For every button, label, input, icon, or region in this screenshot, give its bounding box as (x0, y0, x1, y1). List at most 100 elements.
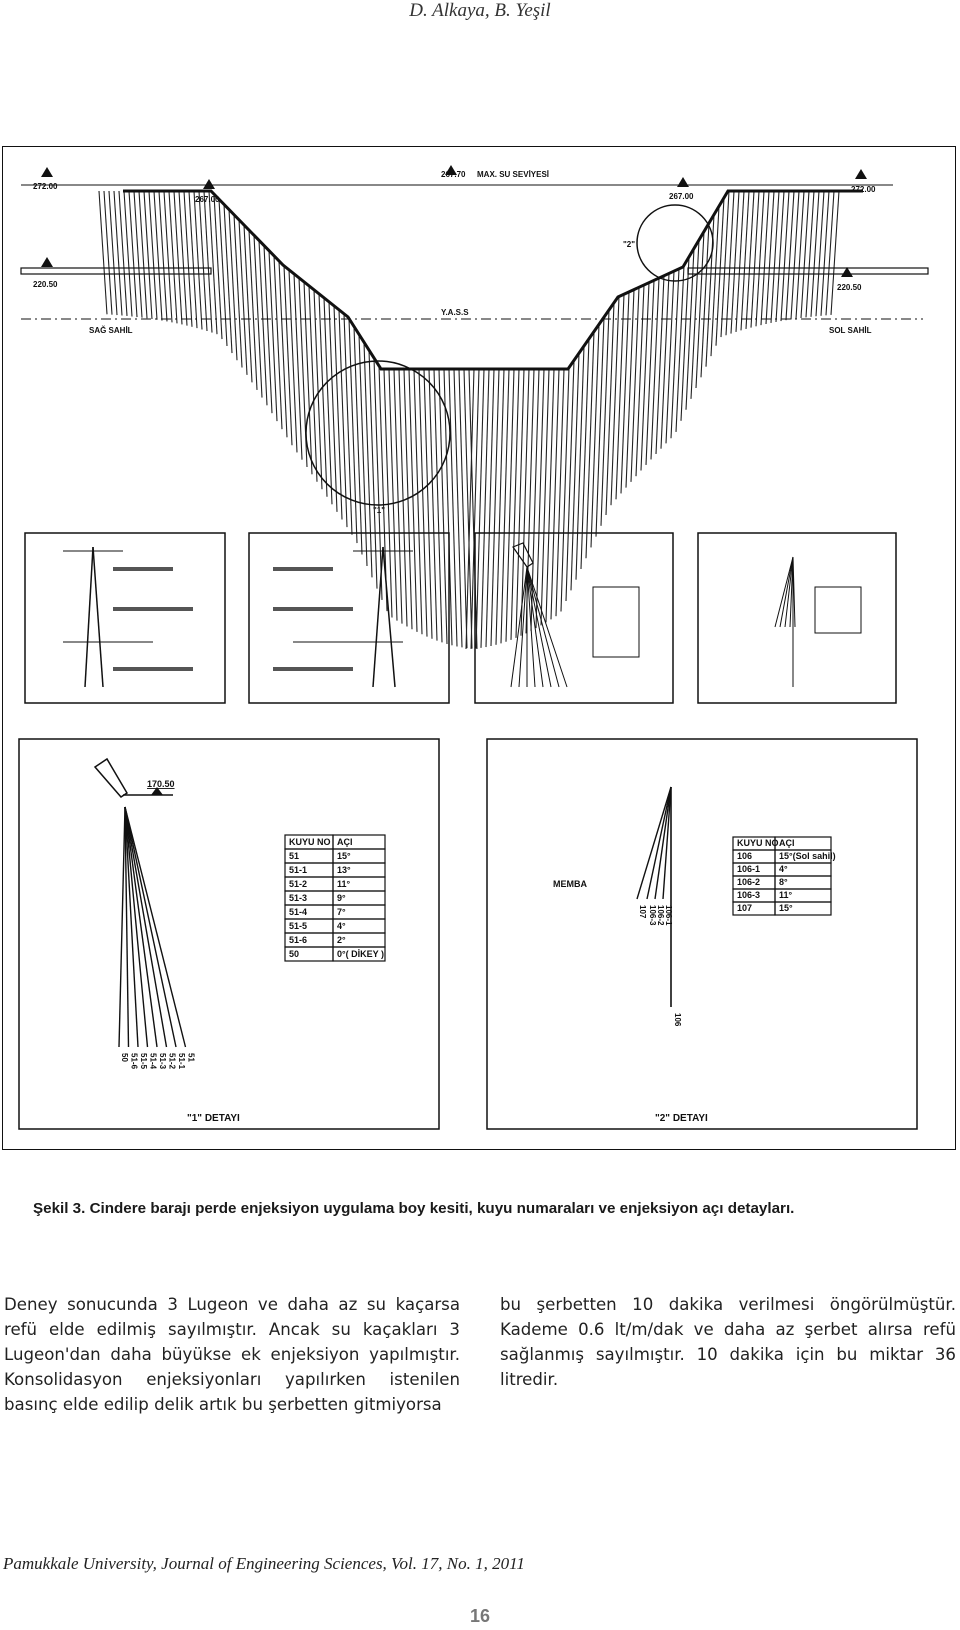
curtain-line (133, 190, 143, 318)
curtain-line (570, 353, 580, 591)
curtain-line (675, 265, 685, 432)
curtain-line (795, 190, 805, 319)
well-label: 106 (673, 1013, 682, 1027)
curtain-line (615, 294, 625, 500)
table-value: 15°(Sol sahil) (779, 851, 836, 861)
curtain-line (338, 309, 348, 528)
elev-max: 267.70 (441, 170, 466, 179)
panel-mini-table (814, 586, 862, 634)
curtain-line (645, 280, 655, 465)
curtain-line (98, 190, 108, 315)
well-line (124, 806, 130, 1048)
curtain-line (600, 309, 610, 526)
curtain-line (393, 368, 403, 624)
curtain-line (453, 368, 463, 648)
yass-label: Y.A.S.S (441, 308, 469, 317)
table-cell (774, 901, 832, 916)
well-label: 51 (187, 1053, 196, 1062)
table-value: 4° (337, 921, 346, 931)
curtain-line (635, 284, 645, 477)
elevation-marker-icon (445, 165, 457, 175)
curtain-line (730, 190, 740, 334)
curtain-line (550, 368, 560, 620)
curtain-line (470, 368, 480, 649)
curtain-line (223, 204, 233, 354)
curtain-line (790, 190, 800, 320)
elev-right-top: 272.00 (851, 185, 876, 194)
table-value: 106-1 (737, 864, 760, 874)
curtain-line (825, 190, 835, 316)
footer-journal: Pamukkale University, Journal of Enginee… (3, 1554, 525, 1573)
circle-label-2: "2" (623, 240, 635, 249)
curtain-line (820, 190, 830, 316)
curtain-line (745, 190, 755, 329)
curtain-line (448, 368, 458, 647)
small-detail-panels (24, 532, 897, 704)
elev-left-berm: 267.00 (195, 195, 220, 204)
curtain-line (208, 190, 218, 335)
well-label: 107 (638, 905, 647, 919)
body-text-right-column: bu şerbetten 10 dakika verilmesi öngörül… (500, 1295, 956, 1389)
curtain-line (143, 190, 153, 320)
detail-2-circle (636, 204, 714, 282)
elev-left-mid: 220.50 (33, 280, 58, 289)
table-value: 50 (289, 949, 299, 959)
table-value: 106-2 (737, 877, 760, 887)
well-line (118, 806, 126, 1048)
fan-line (526, 566, 536, 688)
table-value: 13° (337, 865, 351, 875)
table-header: AÇI (779, 838, 795, 848)
curtain-line (343, 313, 353, 535)
elevation-marker-icon (855, 169, 867, 179)
table-value: 0°( DİKEY ) (337, 949, 384, 959)
table-header: KUYU NO (289, 837, 331, 847)
table-value: 7° (337, 907, 346, 917)
curtain-line (725, 190, 735, 336)
curtain-line (510, 368, 520, 640)
panel-section-b (248, 532, 450, 704)
panel-text-block (113, 567, 173, 571)
curtain-line (800, 190, 810, 319)
curtain-line (408, 368, 418, 632)
panel-detail-2-small (697, 532, 897, 704)
right-bank-label: SOL SAHİL (829, 326, 872, 335)
curtain-line (268, 250, 278, 422)
curtain-line (233, 214, 243, 368)
elev-left-top: 272.00 (33, 182, 58, 191)
curtain-line (368, 350, 378, 589)
fan-line (526, 566, 552, 688)
curtain-line (278, 260, 288, 438)
detail-1-circle (305, 360, 451, 506)
curtain-line (480, 368, 490, 648)
curtain-line (590, 324, 600, 548)
curtain-line (475, 368, 485, 649)
curtain-line (750, 190, 760, 328)
curtain-line (625, 289, 635, 488)
fan-line (784, 556, 794, 628)
well-label: 50 (120, 1053, 129, 1062)
fan-line (526, 566, 544, 688)
curtain-line (168, 190, 178, 324)
well-label: 106-1 (664, 905, 673, 926)
table-header: AÇI (337, 837, 353, 847)
curtain-line (413, 368, 423, 635)
curtain-line (183, 190, 193, 327)
table-value: 2° (337, 935, 346, 945)
valley-profile (123, 189, 863, 371)
curtain-line (188, 190, 198, 329)
curtain-line (428, 368, 438, 641)
elevation-marker-icon (41, 167, 53, 177)
table-header: KUYU NO (737, 838, 779, 848)
detail-2-frame (486, 738, 918, 1130)
table-value: 51-1 (289, 865, 307, 875)
curtain-line (810, 190, 820, 317)
fan-line (774, 556, 794, 628)
table-value: 51 (289, 851, 299, 861)
panel-text-block (113, 667, 193, 671)
curtain-line (458, 368, 468, 649)
table-value: 107 (737, 903, 752, 913)
curtain-line (755, 190, 765, 327)
curtain-line (805, 190, 815, 318)
elevation-marker-icon (677, 177, 689, 187)
